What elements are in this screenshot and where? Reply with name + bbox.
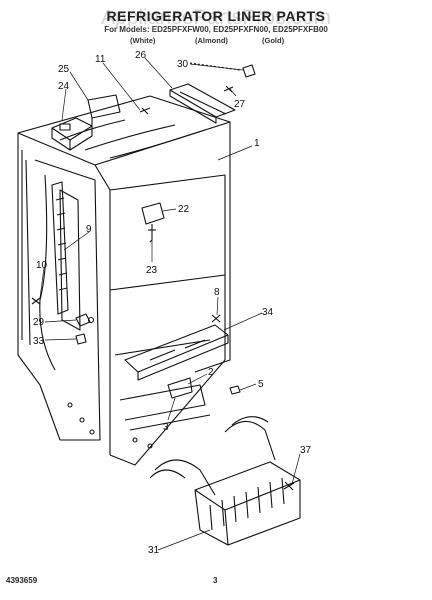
callout-31: 31: [148, 545, 160, 556]
callout-22: 22: [178, 204, 190, 215]
callout-34: 34: [262, 307, 274, 318]
callout-26: 26: [135, 50, 147, 61]
clip-33: [75, 333, 87, 345]
callout-33: 33: [33, 336, 45, 347]
callout-23: 23: [146, 265, 158, 276]
screw-8: [211, 314, 221, 323]
shelf-rail: [51, 181, 69, 315]
callout-29: 29: [33, 317, 45, 328]
callout-11: 11: [95, 54, 106, 65]
screw-10: [31, 297, 41, 305]
clip-29: [75, 313, 91, 327]
bracket-2: [167, 377, 193, 399]
bracket-assembly: [51, 94, 121, 151]
screw-11: [139, 107, 151, 115]
leader-lines: [39, 57, 301, 551]
page-number: 3: [213, 576, 218, 585]
color-white: (White): [130, 36, 156, 45]
light-housing: [169, 83, 236, 124]
diagram-title: REFRIGERATOR LINER PARTS: [106, 8, 326, 24]
screw-27: [223, 85, 234, 93]
callout-9: 9: [86, 224, 92, 235]
callout-25: 25: [58, 64, 70, 75]
callout-24: 24: [58, 81, 70, 92]
crisper-basket: [149, 416, 301, 546]
callout-2: 2: [208, 367, 214, 378]
document-number: 4393659: [6, 576, 38, 585]
model-list: For Models: ED25PFXFW00, ED25PFXFN00, ED…: [104, 25, 328, 34]
callout-10: 10: [36, 260, 48, 271]
callout-1: 1: [254, 138, 260, 149]
callout-3: 3: [163, 422, 169, 433]
crisper-cover: [124, 324, 229, 381]
watermark: AppliancePartsPros.com: [101, 6, 331, 29]
liner-cabinet: [17, 95, 231, 466]
callout-27: 27: [234, 99, 246, 110]
clip-5: [229, 385, 241, 395]
thermostat-bracket: [141, 202, 165, 243]
callout-30: 30: [177, 59, 189, 70]
lamp-socket: [242, 64, 256, 78]
callout-8: 8: [214, 287, 220, 298]
callout-5: 5: [258, 379, 264, 390]
color-almond: (Almond): [195, 36, 228, 45]
color-gold: (Gold): [262, 36, 285, 45]
callout-37: 37: [300, 445, 312, 456]
